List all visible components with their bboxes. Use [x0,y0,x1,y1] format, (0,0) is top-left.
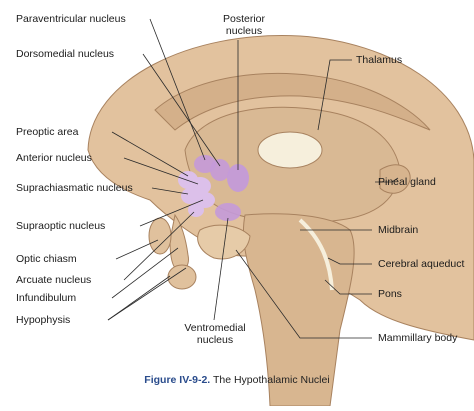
pineal-shape [379,164,411,194]
caption-title: The Hypothalamic Nuclei [212,374,330,386]
label-arcuate: Arcuate nucleus [16,274,92,286]
leader-thalamus [317,59,352,131]
label-supraoptic: Supraoptic nucleus [16,220,106,232]
leader-anterior [123,157,199,185]
label-thalamus: Thalamus [356,54,403,66]
aqueduct-shape [298,218,334,291]
leader-ventromedial [213,217,229,321]
label-paraventricular: Paraventricular nucleus [16,13,126,25]
leader-pons [324,279,372,295]
label-anterior: Anterior nucleus [16,152,92,164]
leader-lines [107,18,399,339]
label-optic-chiasm: Optic chiasm [16,253,77,265]
leader-dorsomedial [142,53,221,167]
label-ventromedial-line2: nucleus [196,334,234,346]
label-suprachiasmatic: Suprachiasmatic nucleus [16,182,133,194]
label-preoptic: Preoptic area [16,126,79,138]
label-ventromedial-line1: Ventromedial [184,322,246,334]
leader-optic-chiasm [115,239,159,260]
leader-preoptic [111,131,189,177]
nuclei-cluster [178,155,249,221]
label-hypophysis: Hypophysis [16,314,71,326]
label-ventromedial: Ventromedial nucleus [170,322,260,346]
optic-chiasm-shape [148,217,172,255]
leader-pineal [375,177,399,183]
mammillary-region [197,224,251,260]
leader-infundibulum [111,247,179,299]
corpus-callosum-shape [154,72,431,131]
label-posterior-line2: nucleus [225,25,263,37]
label-dorsomedial: Dorsomedial nucleus [16,48,115,60]
leader-hypophysis-2 [107,267,187,321]
leader-mammillary [235,249,372,339]
label-cerebral-aqueduct: Cerebral aqueduct [378,258,465,270]
label-infundibulum: Infundibulum [16,292,77,304]
leader-aqueduct [327,257,372,265]
dorsomedial-nucleus-shape [210,159,230,181]
leader-suprachiasmatic [151,187,189,195]
caption-figure-number: Figure IV-9-2. [144,374,211,386]
label-midbrain: Midbrain [378,224,419,236]
label-posterior-line1: Posterior [222,13,265,25]
posterior-nucleus-shape [227,164,249,192]
leader-arcuate [123,211,195,281]
label-mammillary: Mammillary body [378,332,458,344]
label-pons: Pons [378,288,402,300]
ventromedial-nucleus-shape [215,203,241,221]
label-pineal: Pineal gland [378,176,436,188]
leader-supraoptic [139,199,204,227]
label-posterior: Posterior nucleus [212,13,276,37]
suprachiasmatic-nucleus-shape [181,188,199,204]
thalamus-core [257,131,323,169]
figure-caption: Figure IV-9-2. The Hypothalamic Nuclei [0,374,474,386]
leader-paraventricular [149,18,206,161]
